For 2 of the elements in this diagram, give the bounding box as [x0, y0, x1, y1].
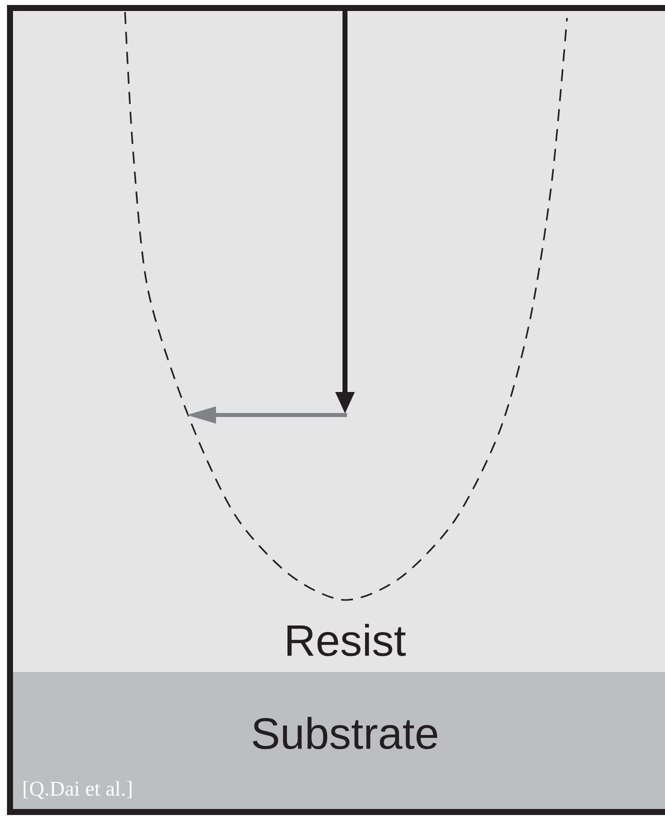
- citation: [Q.Dai et al.]: [24, 781, 132, 799]
- resist-layer: Resist: [13, 8, 665, 672]
